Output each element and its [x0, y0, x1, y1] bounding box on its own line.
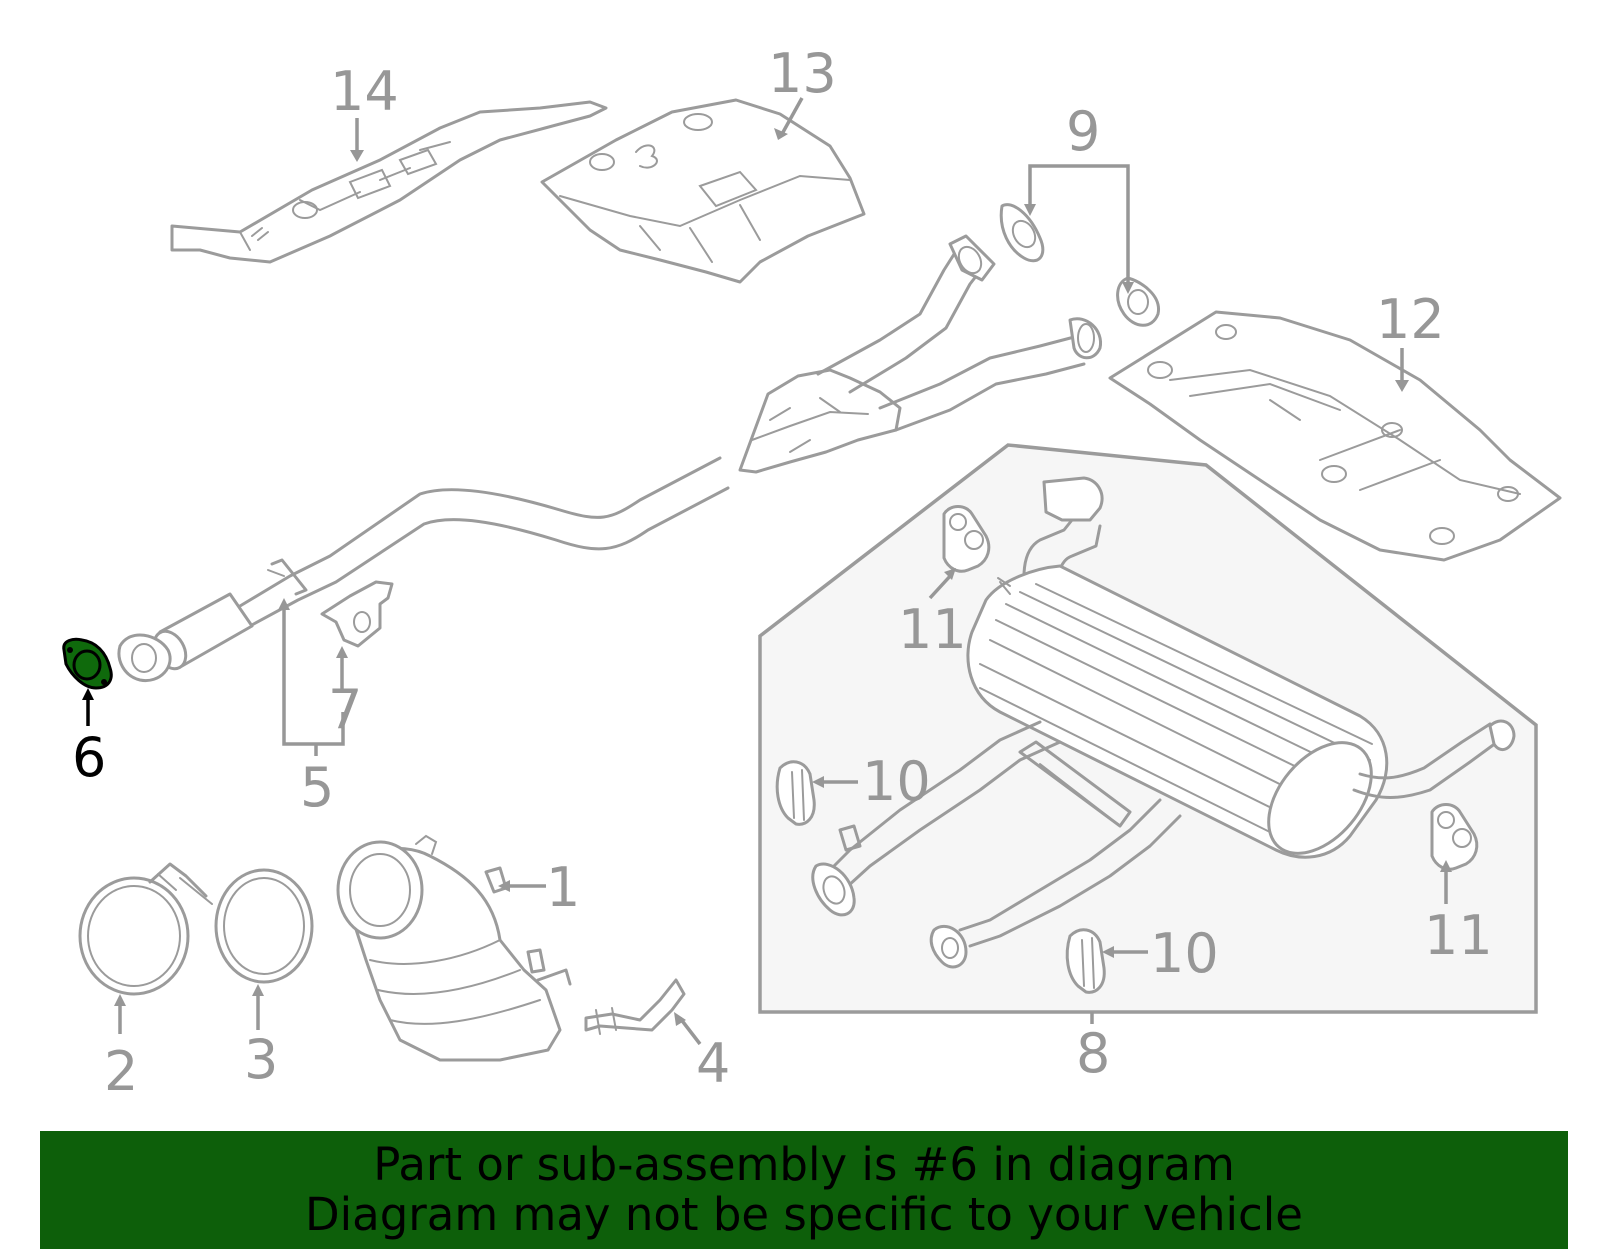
- callout-1: 1: [546, 856, 580, 919]
- callout-2: 2: [104, 1040, 138, 1103]
- center-resonator: [738, 234, 1103, 474]
- part-11-isolator-top: [942, 505, 991, 573]
- part-10-rubber-hanger-right: [1065, 928, 1106, 994]
- callout-6: 6: [72, 726, 106, 789]
- banner-line-1: Part or sub-assembly is #6 in diagram: [373, 1138, 1235, 1191]
- part-6-gasket-highlighted: [62, 637, 113, 690]
- part-11-isolator-bottom: [1430, 803, 1479, 871]
- callout-11-top: 11: [898, 598, 967, 661]
- part-8-muffler-assembly: [811, 476, 1516, 969]
- part-12-heat-shield: [170, 100, 608, 264]
- callout-5: 5: [300, 756, 334, 819]
- callout-12: 14: [330, 60, 399, 123]
- leader-lines: [82, 97, 1452, 1046]
- callout-10-right: 10: [1150, 922, 1219, 985]
- part-9-gaskets: [999, 203, 1160, 327]
- banner-line-2: Diagram may not be specific to your vehi…: [305, 1188, 1303, 1241]
- part-13-heat-shield: [540, 98, 866, 284]
- callout-3: 3: [244, 1028, 278, 1091]
- part-3-ring-gasket: [214, 868, 314, 984]
- callout-9: 9: [1066, 100, 1100, 163]
- part-5-front-pipe: [117, 456, 730, 683]
- part-4-bracket: [584, 978, 686, 1035]
- callout-11-bottom: 11: [1424, 904, 1493, 967]
- part-2-clamp: [78, 862, 213, 996]
- part-7-hanger-bracket: [320, 580, 394, 648]
- callout-7: 7: [328, 678, 362, 741]
- callout-14: 12: [1376, 288, 1445, 351]
- callout-4: 4: [696, 1032, 730, 1095]
- callout-8: 8: [1076, 1022, 1110, 1085]
- callout-labels: 14 13 9 12 6 7 5 11 10 1 11 10 2 3 4 8: [72, 42, 1493, 1103]
- part-10-rubber-hanger-left: [775, 760, 816, 826]
- callout-13: 13: [768, 42, 837, 105]
- part-14-heat-shield: [1108, 310, 1562, 562]
- catalytic-converter: [336, 834, 572, 1062]
- info-banner: Part or sub-assembly is #6 in diagram Di…: [40, 1131, 1568, 1249]
- callout-10-left: 10: [862, 750, 931, 813]
